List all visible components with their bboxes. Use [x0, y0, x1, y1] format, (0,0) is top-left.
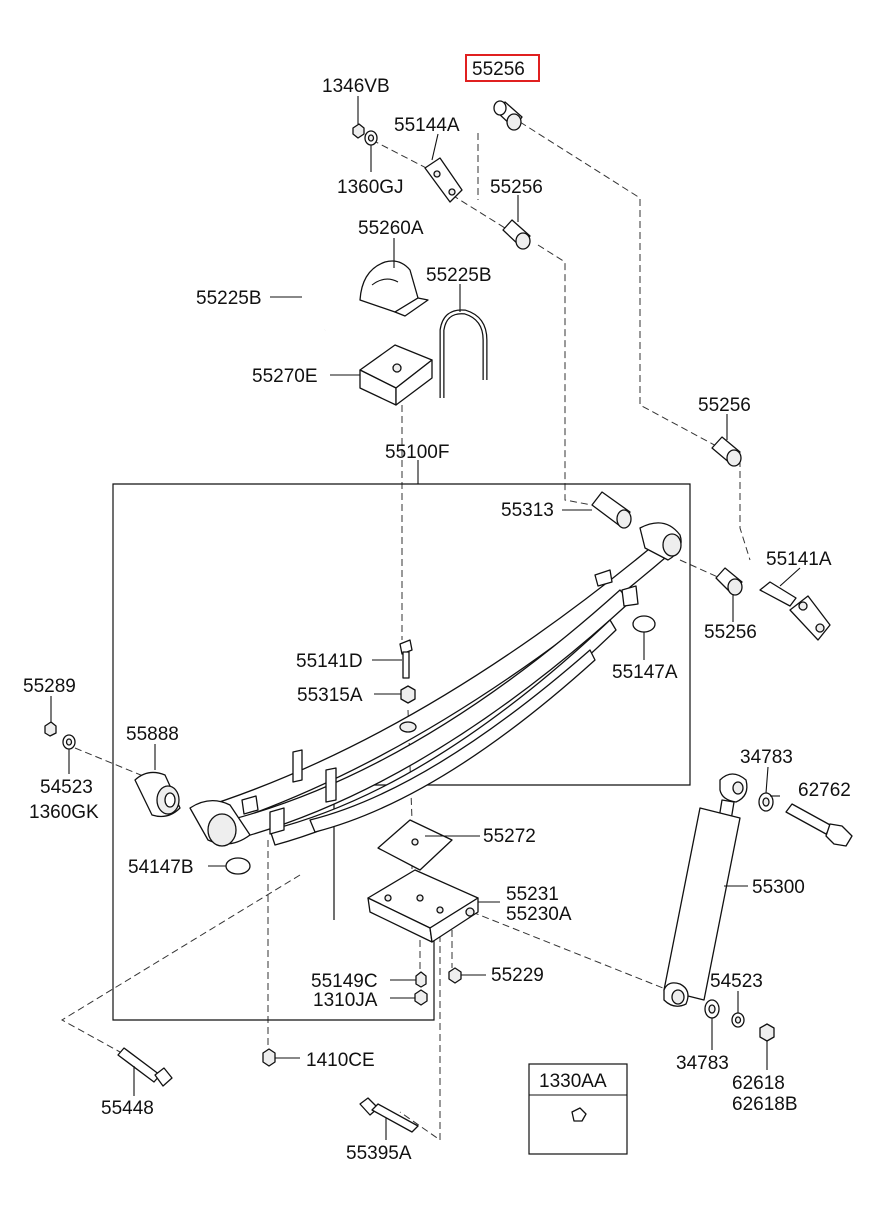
- bolt-55395A: [359, 1097, 419, 1133]
- washer-54523-left: [62, 734, 76, 750]
- nut-55315A: [400, 685, 416, 704]
- label-1346VB[interactable]: 1346VB: [322, 76, 390, 97]
- bolt-55448: [117, 1047, 173, 1087]
- label-55256-c[interactable]: 55256: [698, 395, 751, 416]
- label-55141D[interactable]: 55141D: [296, 651, 363, 672]
- label-55225B-left[interactable]: 55225B: [196, 288, 262, 309]
- label-55313[interactable]: 55313: [501, 500, 554, 521]
- label-34783-top[interactable]: 34783: [740, 747, 793, 768]
- nut-55229: [448, 967, 462, 984]
- label-54523-right[interactable]: 54523: [710, 971, 763, 992]
- label-1360GK[interactable]: 1360GK: [29, 802, 99, 823]
- hole-55141D: [399, 721, 417, 733]
- leaf-spring-55100F: [189, 522, 682, 847]
- label-55100F[interactable]: 55100F: [385, 442, 449, 463]
- shackle-55141A: [759, 581, 831, 641]
- part-labels: 55256 1346VB 55144A 1360GJ 55256 55260A …: [23, 59, 851, 1164]
- nut-62618: [759, 1023, 775, 1042]
- bolt-55141D: [399, 639, 413, 679]
- label-55149C[interactable]: 55149C: [311, 971, 378, 992]
- shock-absorber-55300: [663, 773, 748, 1007]
- washer-34783-top: [758, 792, 774, 812]
- leader-lines: [50, 96, 801, 1140]
- spring-seat-55231: [367, 869, 479, 943]
- washer-1360GJ: [364, 130, 378, 146]
- label-55256-d[interactable]: 55256: [704, 622, 757, 643]
- bushing-55256-d: [715, 567, 743, 596]
- plate-55272: [377, 819, 453, 871]
- label-1330AA[interactable]: 1330AA: [539, 1071, 607, 1092]
- nut-55149C: [415, 971, 427, 988]
- bushing-55256-c: [711, 436, 742, 467]
- nut-55289: [44, 721, 57, 737]
- label-1410CE[interactable]: 1410CE: [306, 1050, 375, 1071]
- label-55448[interactable]: 55448: [101, 1098, 154, 1119]
- label-55888[interactable]: 55888: [126, 724, 179, 745]
- bushing-55256-b: [502, 219, 531, 250]
- label-62762[interactable]: 62762: [798, 780, 851, 801]
- pad-55147A: [632, 615, 656, 633]
- label-54523-left[interactable]: 54523: [40, 777, 93, 798]
- label-1310JA[interactable]: 1310JA: [313, 990, 378, 1011]
- label-55395A[interactable]: 55395A: [346, 1143, 412, 1164]
- bolt-1410CE: [262, 1048, 276, 1067]
- label-55256-highlighted[interactable]: 55256: [472, 59, 525, 80]
- bushing-55256-top: [493, 100, 523, 131]
- bolt-62762: [785, 803, 853, 847]
- washer-34783-bottom: [704, 999, 720, 1019]
- label-55256-b[interactable]: 55256: [490, 177, 543, 198]
- u-bolt-right: [439, 309, 488, 398]
- nut-1310JA: [414, 989, 428, 1006]
- u-bolt-left: [300, 240, 347, 331]
- label-55225B-right[interactable]: 55225B: [426, 265, 492, 286]
- spring-pad-55270E: [359, 344, 433, 406]
- shackle-plate-55144A: [424, 157, 463, 203]
- label-55147A[interactable]: 55147A: [612, 662, 678, 683]
- nut-1346VB: [352, 123, 365, 139]
- label-55300[interactable]: 55300: [752, 877, 805, 898]
- label-34783-bottom[interactable]: 34783: [676, 1053, 729, 1074]
- label-55229[interactable]: 55229: [491, 965, 544, 986]
- highlight-box: [465, 54, 540, 82]
- part-highlight: [465, 54, 540, 82]
- label-55315A[interactable]: 55315A: [297, 685, 363, 706]
- part-1330AA-box: [528, 1063, 628, 1155]
- label-62618[interactable]: 62618: [732, 1073, 785, 1094]
- label-55231[interactable]: 55231: [506, 884, 559, 905]
- label-55144A[interactable]: 55144A: [394, 115, 460, 136]
- bushing-55888: [134, 771, 181, 818]
- label-55289[interactable]: 55289: [23, 676, 76, 697]
- label-55230A[interactable]: 55230A: [506, 904, 572, 925]
- bushing-55313: [591, 491, 632, 529]
- label-54147B[interactable]: 54147B: [128, 857, 194, 878]
- label-55141A[interactable]: 55141A: [766, 549, 832, 570]
- label-1360GJ[interactable]: 1360GJ: [337, 177, 404, 198]
- label-55260A[interactable]: 55260A: [358, 218, 424, 239]
- label-55270E[interactable]: 55270E: [252, 366, 318, 387]
- pad-54147B: [225, 857, 251, 875]
- label-55272[interactable]: 55272: [483, 826, 536, 847]
- bump-stopper-55260A: [359, 260, 429, 317]
- washer-54523-right: [731, 1012, 745, 1028]
- label-62618B[interactable]: 62618B: [732, 1094, 798, 1115]
- assembly-frame: [112, 483, 691, 1021]
